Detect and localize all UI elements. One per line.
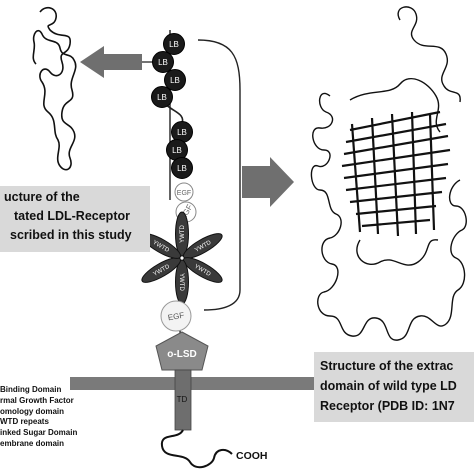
ywtd-blade: YWTD — [182, 257, 223, 283]
egf-domain-upper-b: EGF — [175, 201, 197, 223]
ywtd-label: YWTD — [178, 273, 184, 291]
domain-bracket — [197, 39, 241, 311]
ywtd-blade-shape — [175, 211, 189, 257]
ywtd-blade: YWTD — [141, 233, 182, 259]
egf-domain-lower: EGF — [160, 300, 192, 332]
caption-line: scribed in this study — [10, 228, 132, 242]
egf-lower-label: EGF — [167, 311, 185, 323]
lb-circle — [151, 86, 173, 108]
lb-circle — [164, 69, 186, 91]
lb-circle — [163, 33, 185, 55]
caption-line: Receptor (PDB ID: 1N7 — [320, 399, 455, 413]
transmembrane-domain: TD — [174, 369, 192, 431]
cooh-label: COOH — [236, 450, 268, 462]
ywtd-blade-shape — [182, 257, 223, 283]
ywtd-blade-shape — [141, 257, 182, 283]
ywtd-blade-shape — [182, 233, 223, 259]
right-arrow — [242, 157, 294, 207]
lb-circle — [152, 51, 174, 73]
legend-item: omology domain — [0, 406, 64, 416]
wildtype-structure-caption: Structure of the extrac domain of wild t… — [314, 352, 474, 422]
lb-circle — [171, 157, 193, 179]
ywtd-blade: YWTD — [182, 233, 223, 259]
lb-label: LB — [177, 128, 187, 137]
legend-item: rmal Growth Factor — [0, 395, 74, 405]
membrane — [70, 377, 395, 390]
domain-legend: Binding Domain rmal Growth Factor omolog… — [0, 385, 160, 450]
olsd-label: o-LSD — [167, 349, 196, 360]
legend-item: embrane domain — [0, 438, 65, 448]
ywtd-blade: YWTD — [175, 211, 189, 257]
lb-domain: LB — [164, 69, 186, 91]
lb-domain: LB — [171, 157, 193, 179]
mutant-structure-caption: ucture of the tated LDL-Receptor scribed… — [0, 186, 150, 252]
egf-label: EGF — [177, 190, 191, 197]
lb-label: LB — [170, 76, 180, 85]
caption-line: Structure of the extrac — [320, 359, 454, 373]
legend-item: WTD repeats — [0, 417, 49, 427]
olsd-domain: o-LSD — [155, 331, 209, 371]
lb-label: LB — [172, 146, 182, 155]
caption-line: domain of wild type LD — [320, 379, 457, 393]
lb-label: LB — [157, 93, 167, 102]
cytoplasmic-tail — [160, 429, 233, 469]
legend-item: Binding Domain — [0, 385, 62, 394]
ywtd-blade: YWTD — [141, 257, 182, 283]
left-arrow — [80, 46, 142, 78]
caption-line: tated LDL-Receptor — [14, 209, 130, 223]
lb-label: LB — [169, 40, 179, 49]
ywtd-label: YWTD — [180, 225, 186, 243]
lb-label: LB — [177, 164, 187, 173]
egf-domain-upper-a: EGF — [174, 182, 194, 202]
lb-domain: LB — [151, 86, 173, 108]
lb-label: LB — [158, 58, 168, 67]
caption-line: ucture of the — [4, 190, 80, 204]
legend-item: inked Sugar Domain — [0, 428, 78, 438]
wildtype-structure-ribbon — [310, 6, 467, 341]
lb-domain: LB — [163, 33, 185, 55]
tmd-label: TD — [177, 395, 188, 404]
mutant-structure-ribbon — [32, 6, 77, 171]
lb-domain: LB — [152, 51, 174, 73]
ywtd-blade: YWTD — [175, 259, 189, 305]
